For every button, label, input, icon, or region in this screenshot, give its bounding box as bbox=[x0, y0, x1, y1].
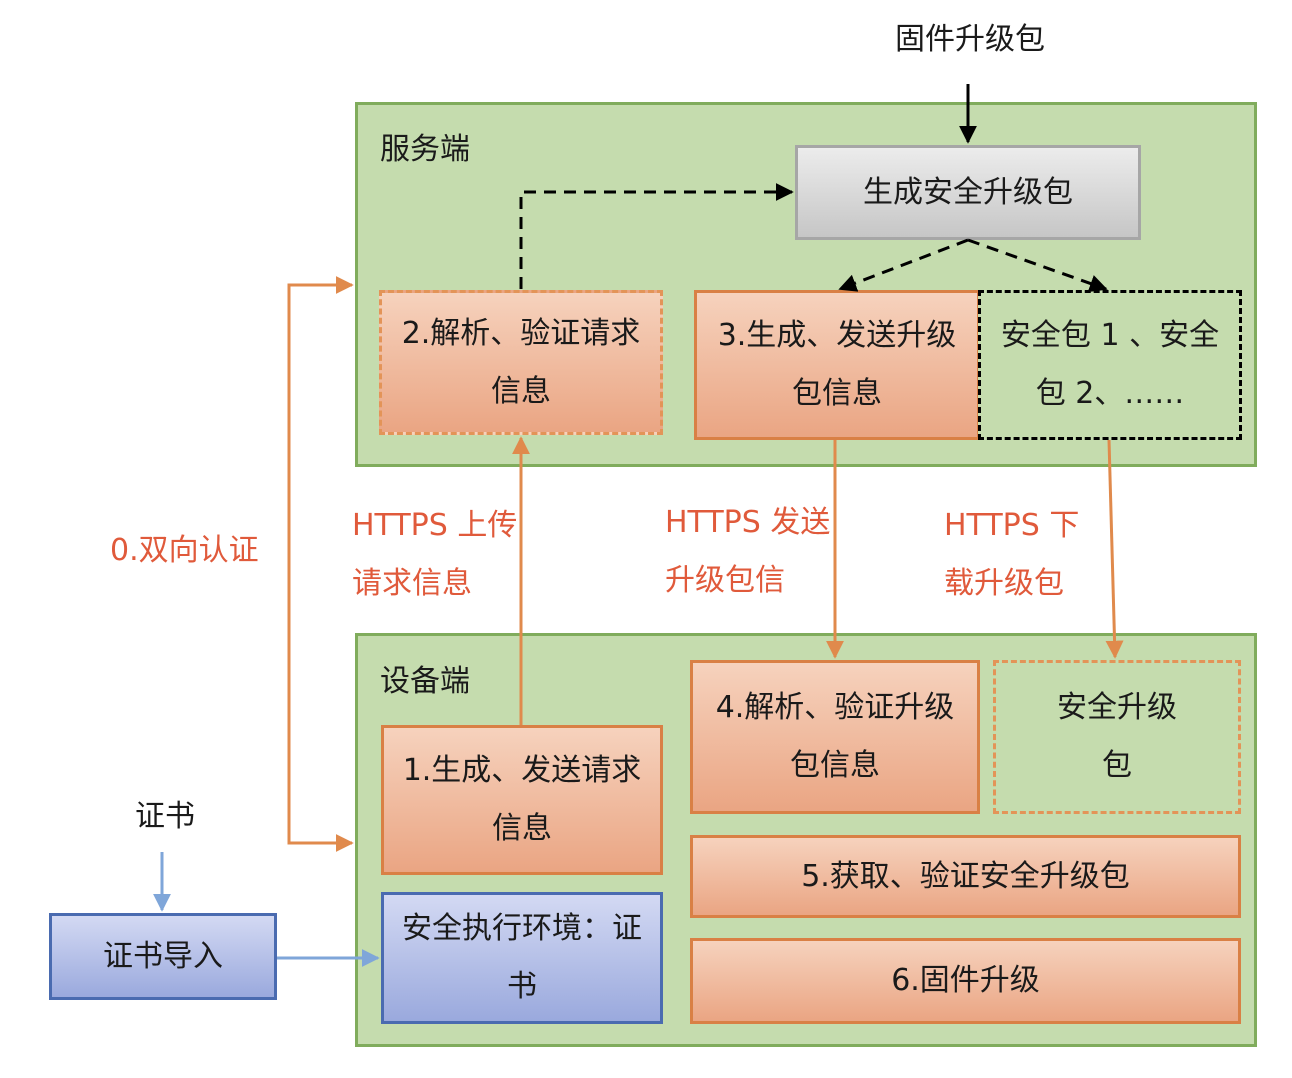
server-label: 服务端 bbox=[380, 132, 470, 167]
https-send-label: HTTPS 发送升级包信 bbox=[665, 505, 831, 598]
arrow-generate-to-packages bbox=[967, 238, 1108, 293]
packages-box: 安全包 1 、安全包 2、…… bbox=[978, 290, 1242, 440]
fetch-verify-box: 5.获取、验证安全升级包 bbox=[690, 835, 1241, 918]
secure-package-box: 安全升级包 bbox=[993, 660, 1241, 814]
arrow-mutual-auth-top bbox=[287, 276, 354, 540]
firmware-package-label: 固件升级包 bbox=[895, 22, 1045, 57]
arrow-mutual-auth-bottom bbox=[287, 540, 354, 852]
parse-info-box: 4.解析、验证升级包信息 bbox=[690, 660, 980, 814]
send-request-box: 1.生成、发送请求信息 bbox=[381, 725, 663, 875]
https-download-label: HTTPS 下载升级包 bbox=[944, 508, 1080, 601]
firmware-upgrade-box: 6.固件升级 bbox=[690, 938, 1241, 1024]
https-upload-label: HTTPS 上传请求信息 bbox=[352, 508, 518, 601]
parse-request-box: 2.解析、验证请求信息 bbox=[379, 290, 663, 435]
certificate-label: 证书 bbox=[135, 799, 195, 834]
send-info-box: 3.生成、发送升级包信息 bbox=[694, 290, 980, 440]
device-label: 设备端 bbox=[380, 664, 470, 699]
arrow-generate-to-send-info bbox=[838, 238, 969, 292]
arrow-download-package bbox=[1105, 439, 1124, 659]
mutual-auth-label: 0.双向认证 bbox=[110, 533, 259, 568]
certificate-import-box: 证书导入 bbox=[49, 913, 277, 1000]
tee-certificate-box: 安全执行环境：证书 bbox=[381, 892, 663, 1024]
arrow-parse-to-generate bbox=[519, 183, 794, 289]
generate-package-box: 生成安全升级包 bbox=[795, 145, 1141, 240]
